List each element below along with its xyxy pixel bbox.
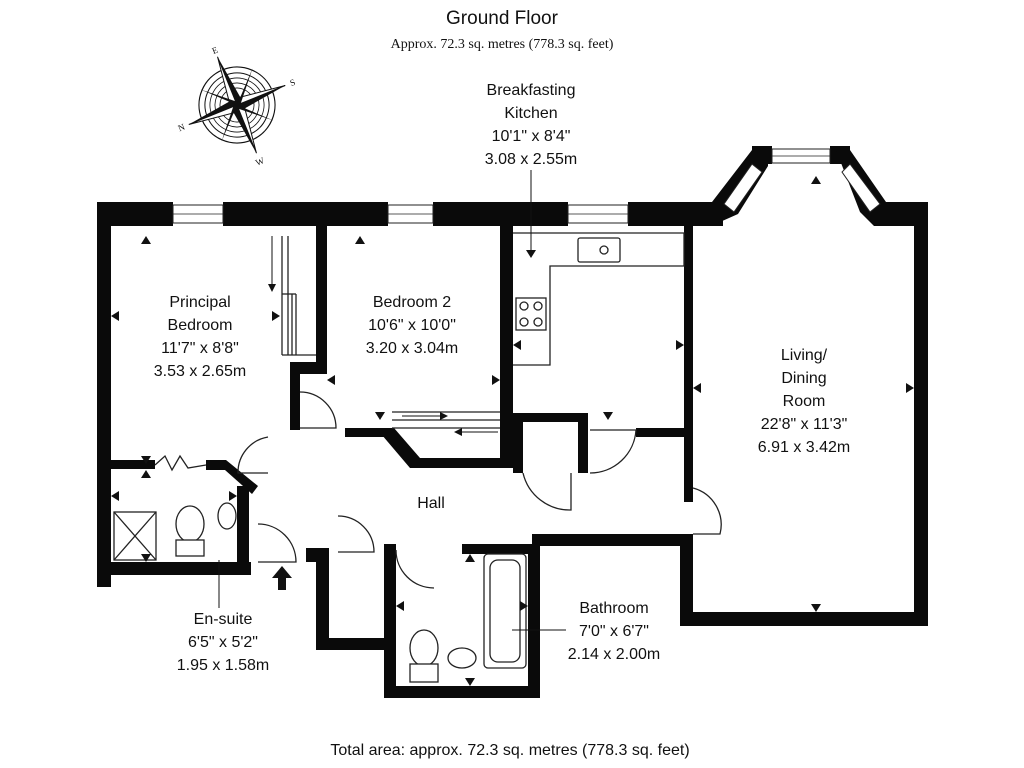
door-swings [154,391,722,589]
compass-w-label: W [254,155,266,168]
ensuite-name: En-suite [194,611,253,628]
living-metric: 6.91 x 3.42m [758,439,851,456]
label-bedroom-2: Bedroom 2 10'6" x 10'0" 3.20 x 3.04m [366,294,459,357]
compass-e-label: E [210,44,219,56]
bathroom-metric: 2.14 x 2.00m [568,646,661,663]
kitchen-name-1: Breakfasting [487,82,576,99]
bedroom-2-metric: 3.20 x 3.04m [366,340,459,357]
label-kitchen: Breakfasting Kitchen 10'1" x 8'4" 3.08 x… [485,82,578,168]
living-name-2: Dining [781,370,826,387]
kitchen-metric: 3.08 x 2.55m [485,151,578,168]
kitchen-name-2: Kitchen [504,105,557,122]
kitchen-imperial: 10'1" x 8'4" [492,128,571,145]
principal-bedroom-name-2: Bedroom [168,317,233,334]
principal-bedroom-imperial: 11'7" x 8'8" [161,340,239,357]
living-name-1: Living/ [781,347,828,364]
compass-rose-icon: E S W N [176,44,296,168]
bathroom-fixtures [409,553,527,683]
bathroom-imperial: 7'0" x 6'7" [579,623,649,640]
wardrobe-arrows [268,236,498,436]
ensuite-metric: 1.95 x 1.58m [177,657,270,674]
dimension-arrows [111,176,914,686]
total-area-footer: Total area: approx. 72.3 sq. metres (778… [330,742,689,759]
label-bathroom: Bathroom 7'0" x 6'7" 2.14 x 2.00m [568,600,661,663]
wardrobe-lines [281,236,500,429]
hall-label: Hall [417,495,445,512]
floor-title: Ground Floor [446,8,559,29]
kitchen-units [513,232,685,366]
label-principal-bedroom: Principal Bedroom 11'7" x 8'8" 3.53 x 2.… [154,294,247,380]
walls [97,146,928,698]
label-ensuite: En-suite 6'5" x 5'2" 1.95 x 1.58m [177,611,270,674]
entrance-arrow-icon [272,566,292,590]
principal-bedroom-name-1: Principal [169,294,230,311]
bedroom-2-name: Bedroom 2 [373,294,451,311]
principal-bedroom-metric: 3.53 x 2.65m [154,363,247,380]
living-imperial: 22'8" x 11'3" [761,416,848,433]
floor-area-subtitle: Approx. 72.3 sq. metres (778.3 sq. feet) [391,37,614,52]
living-name-3: Room [783,393,826,410]
bathroom-name: Bathroom [579,600,648,617]
ensuite-imperial: 6'5" x 5'2" [188,634,258,651]
bedroom-2-imperial: 10'6" x 10'0" [368,317,456,334]
compass-s-label: S [288,77,296,88]
label-living: Living/ Dining Room 22'8" x 11'3" 6.91 x… [758,347,851,456]
ensuite-fixtures [113,502,237,561]
compass-n-label: N [176,121,186,133]
